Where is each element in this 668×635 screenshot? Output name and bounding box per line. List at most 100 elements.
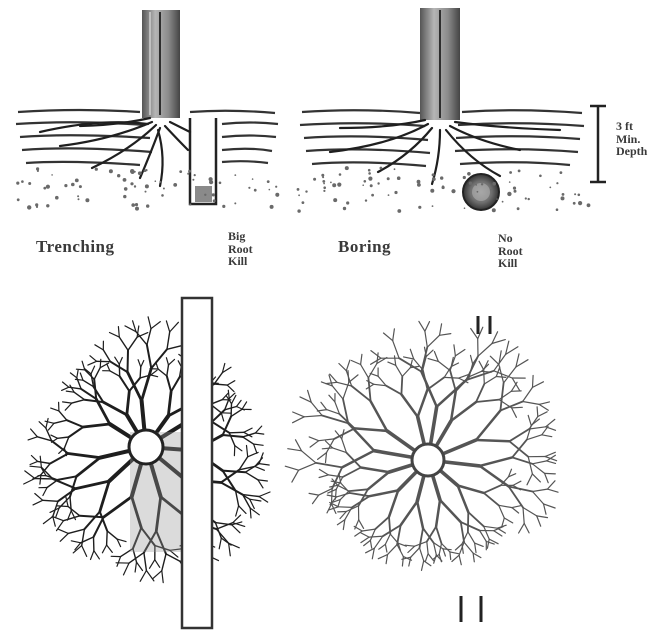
root-segment xyxy=(250,508,251,518)
root-segment xyxy=(425,331,427,347)
root-segment xyxy=(439,544,441,555)
soil-particle xyxy=(323,183,325,185)
soil-particle xyxy=(270,205,274,209)
soil-particle xyxy=(117,174,120,177)
root-segment xyxy=(346,360,350,371)
root-segment xyxy=(77,458,101,477)
root-segment xyxy=(371,401,387,431)
root-segment xyxy=(90,356,97,362)
trenching-note-line-3: Kill xyxy=(228,255,253,268)
root-segment xyxy=(119,337,128,350)
root-segment xyxy=(82,529,85,545)
root-segment xyxy=(150,560,155,569)
root-segment xyxy=(47,480,58,488)
surface-roots-left xyxy=(40,118,190,186)
root-segment xyxy=(440,500,461,522)
root-segment xyxy=(244,428,252,432)
soil-particle xyxy=(130,169,134,173)
soil-particle xyxy=(417,183,421,187)
soil-particle xyxy=(492,182,496,186)
root-segment xyxy=(484,526,498,528)
soil-particle xyxy=(234,202,236,204)
soil-particle xyxy=(517,207,520,210)
soil-particle xyxy=(397,209,401,213)
root-segment xyxy=(319,475,328,478)
depth-bracket xyxy=(590,106,606,182)
soil-particle xyxy=(388,194,390,196)
root-segment xyxy=(427,542,428,554)
root-segment xyxy=(248,452,258,456)
soil-particle xyxy=(194,174,196,176)
root-segment xyxy=(527,474,532,485)
root-segment xyxy=(137,562,143,570)
root-segment xyxy=(327,504,332,513)
root-segment xyxy=(153,571,162,579)
root-segment xyxy=(419,321,425,331)
soil-particle xyxy=(123,178,127,182)
root-segment xyxy=(395,356,396,365)
soil-particle xyxy=(163,188,165,190)
root-segment xyxy=(77,370,78,378)
soil-particle xyxy=(481,183,483,185)
root-segment xyxy=(100,481,109,512)
root-segment xyxy=(85,400,104,402)
soil-particle xyxy=(432,205,434,207)
root-segment xyxy=(120,376,130,391)
root-segment xyxy=(259,464,269,465)
soil-particle xyxy=(135,207,139,211)
root-segment xyxy=(293,412,305,417)
root-segment xyxy=(388,545,398,555)
root-segment xyxy=(51,435,58,438)
root-segment xyxy=(440,334,451,336)
root-segment xyxy=(421,347,427,371)
root-segment xyxy=(235,446,242,451)
root-segment xyxy=(333,448,347,453)
root-segment xyxy=(31,429,38,437)
root-segment xyxy=(479,361,484,370)
root-segment xyxy=(370,529,375,540)
root-segment xyxy=(140,367,141,378)
soil-particle xyxy=(451,189,455,193)
root-segment xyxy=(343,468,361,478)
root-segment xyxy=(250,499,261,501)
root-segment xyxy=(255,433,263,434)
soil-particle xyxy=(528,198,530,200)
soil-particle xyxy=(492,208,496,212)
root-segment xyxy=(288,449,302,451)
trenching-note-line-1: Big xyxy=(228,230,253,243)
soil-particle xyxy=(85,198,89,202)
soil-particle xyxy=(134,185,136,187)
soil-particle xyxy=(561,196,565,200)
soil-particle xyxy=(146,204,149,207)
soil-particle xyxy=(145,191,147,193)
soil-particle xyxy=(234,174,236,176)
root-segment xyxy=(384,333,393,341)
root-segment xyxy=(62,387,69,390)
soil-particle xyxy=(509,171,512,174)
root-segment xyxy=(311,402,322,415)
root-segment xyxy=(478,344,492,357)
root-segment xyxy=(484,493,499,505)
root-segment xyxy=(167,346,182,350)
soil-particle xyxy=(123,195,126,198)
root-segment xyxy=(102,545,106,553)
root-segment xyxy=(369,490,398,496)
trench-cut xyxy=(190,118,216,204)
root-segment xyxy=(30,466,41,467)
root-segment xyxy=(57,521,64,531)
root-segment xyxy=(322,448,332,449)
soil-particle xyxy=(64,184,67,187)
soil-particle xyxy=(365,199,367,201)
soil-particle xyxy=(275,186,277,188)
soil-particle xyxy=(323,190,325,192)
root-segment xyxy=(418,390,428,417)
root-segment xyxy=(254,444,264,445)
root-segment xyxy=(48,423,54,430)
soil-particle xyxy=(95,168,98,171)
soil-particle xyxy=(135,203,138,206)
root-segment xyxy=(316,463,342,468)
root-segment xyxy=(245,472,258,480)
root-segment xyxy=(524,523,529,533)
root-segment xyxy=(107,545,113,552)
